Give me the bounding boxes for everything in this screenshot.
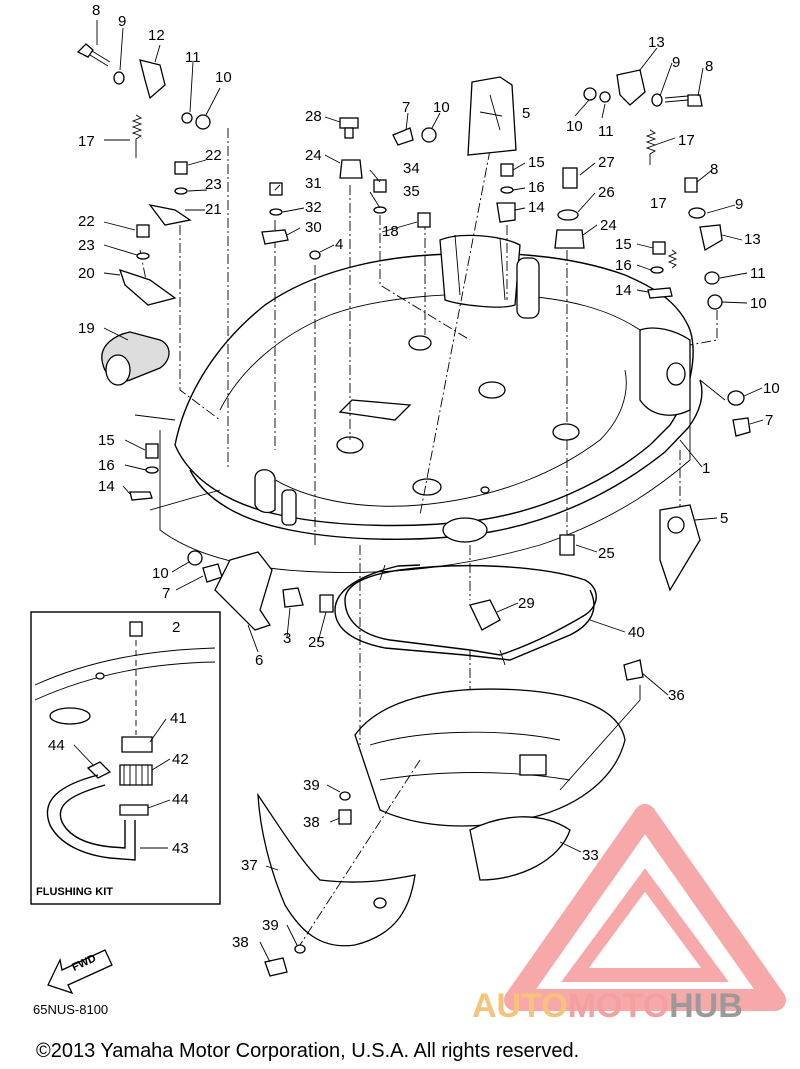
callout-8c: 8 [710,161,718,178]
callout-16b: 16 [615,257,632,274]
callout-10f: 10 [152,565,169,582]
watermark-auto: AUTO [472,987,568,1025]
callout-35: 35 [403,183,420,200]
callout-36: 36 [668,687,685,704]
callout-5b: 5 [720,510,728,527]
callout-numbers: 8 9 12 11 10 17 22 23 21 22 23 20 19 28 … [48,2,780,951]
callout-24: 24 [305,147,322,164]
small-parts [76,43,751,977]
callout-39b: 39 [262,917,279,934]
callout-15c: 15 [98,432,115,449]
watermark-hub: HUB [669,987,743,1025]
watermark-moto: MOTO [568,987,669,1025]
callout-7c: 7 [162,585,170,602]
callout-leaders [73,20,764,963]
callout-9c: 9 [735,196,743,213]
callout-32: 32 [305,199,322,216]
callout-40: 40 [628,624,645,641]
copyright-notice: ©2013 Yamaha Motor Corporation, U.S.A. A… [36,1040,579,1062]
callout-38b: 38 [232,934,249,951]
callout-7b: 7 [765,412,773,429]
svg-text:AUTOMOTOHUB: AUTOMOTOHUB [472,987,743,1025]
callout-42: 42 [172,751,189,768]
callout-9b: 9 [672,54,680,71]
callout-29: 29 [518,595,535,612]
callout-18: 18 [382,223,399,240]
callout-38: 38 [303,814,320,831]
callout-10d: 10 [750,295,767,312]
fwd-arrow: FWD [47,949,113,995]
callout-15b: 15 [615,236,632,253]
callout-13: 13 [648,34,665,51]
leader-lines [134,128,726,946]
callout-28: 28 [305,108,322,125]
callout-16: 16 [528,179,545,196]
callout-1: 1 [702,460,710,477]
bottom-cowling [159,234,703,573]
seal-rubber [334,564,597,666]
callout-5: 5 [522,105,530,122]
callout-25: 25 [598,545,615,562]
callout-31: 31 [305,175,322,192]
callout-21: 21 [205,201,222,218]
callout-8b: 8 [705,58,713,75]
callout-43: 43 [172,840,189,857]
callout-4: 4 [335,236,343,253]
callout-23b: 23 [78,237,95,254]
part-code: 65NUS-8100 [33,1002,108,1017]
callout-10e: 10 [763,380,780,397]
callout-27: 27 [598,154,615,171]
watermark-logo: AUTOMOTOHUB [472,804,786,1025]
callout-6: 6 [255,652,263,669]
callout-44: 44 [48,737,65,754]
callout-11c: 11 [750,265,766,282]
callout-25b: 25 [308,634,325,651]
callout-44b: 44 [172,791,189,808]
inset-title: FLUSHING KIT [36,886,113,898]
callout-17b: 17 [678,132,695,149]
callout-26: 26 [598,184,615,201]
callout-20: 20 [78,265,95,282]
callout-34: 34 [403,160,420,177]
callout-17c: 17 [650,195,667,212]
lower-cover [354,688,626,881]
callout-11b: 11 [598,123,614,140]
callout-10: 10 [215,69,232,86]
side-cover [257,792,416,947]
flushing-kit-inset: FLUSHING KIT [30,611,221,905]
callout-37: 37 [241,857,258,874]
callout-41: 41 [170,710,187,727]
callout-11: 11 [185,49,201,66]
callout-10c: 10 [566,118,583,135]
callout-12: 12 [148,27,165,44]
callout-2: 2 [172,619,180,636]
callout-30: 30 [305,219,322,236]
callout-17: 17 [78,133,95,150]
callout-39: 39 [303,777,320,794]
callout-19: 19 [78,320,95,337]
callout-7: 7 [402,99,410,116]
callout-22: 22 [205,147,222,164]
callout-13b: 13 [744,231,761,248]
callout-22b: 22 [78,213,95,230]
callout-9: 9 [118,13,126,30]
callout-10b: 10 [433,99,450,116]
callout-33: 33 [582,847,599,864]
callout-23: 23 [205,176,222,193]
callout-15: 15 [528,154,545,171]
callout-8: 8 [92,2,100,19]
callout-3: 3 [283,630,291,647]
callout-14: 14 [528,199,545,216]
callout-14b: 14 [615,282,632,299]
callout-14c: 14 [98,478,115,495]
callout-16c: 16 [98,457,115,474]
callout-24b: 24 [600,217,617,234]
